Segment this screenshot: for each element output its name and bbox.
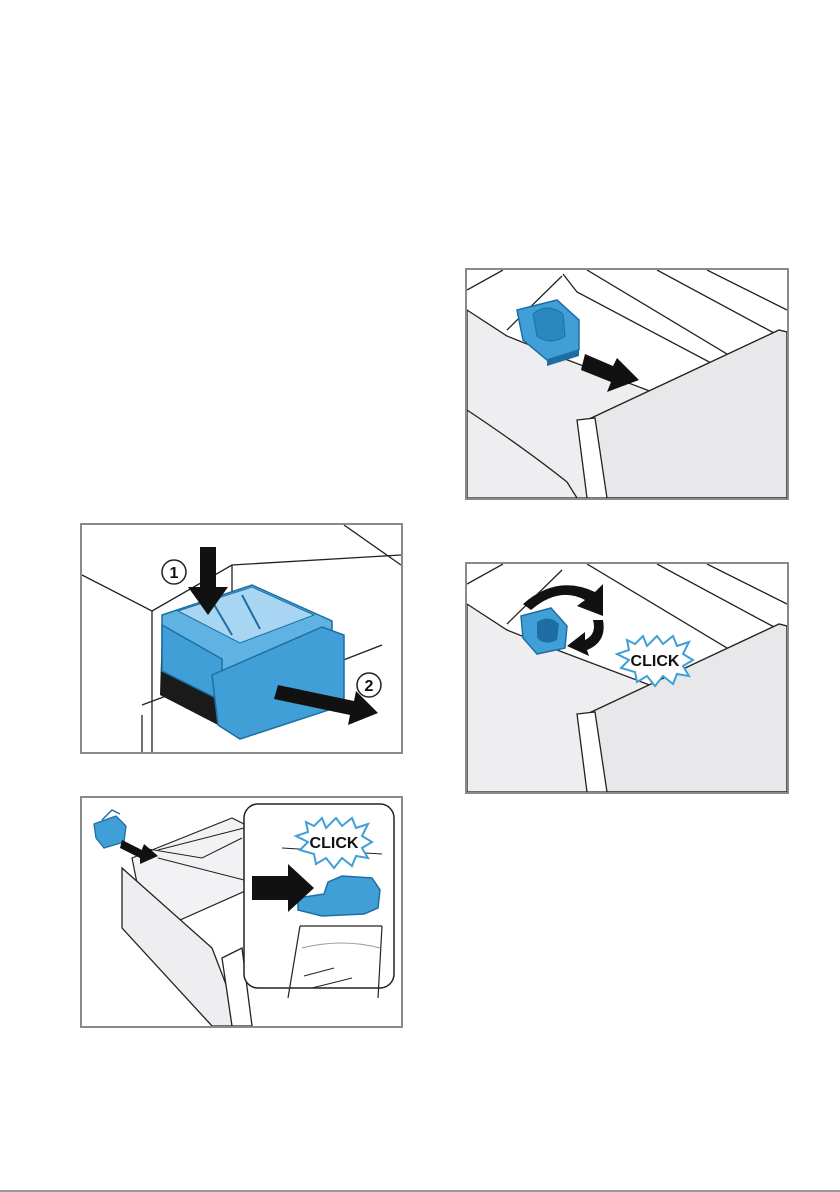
step-2-label: 2 <box>365 678 374 695</box>
figure-insert-insert: CLICK <box>80 796 403 1028</box>
figure-pull-insert <box>465 268 789 500</box>
drawer-removal-illustration: 1 2 <box>82 525 401 752</box>
click-label: CLICK <box>631 653 680 670</box>
pull-out-insert-illustration <box>467 270 787 498</box>
step-1-label: 1 <box>170 565 179 582</box>
rotate-insert-illustration: CLICK <box>467 564 787 792</box>
click-label: CLICK <box>310 835 359 852</box>
figure-remove-drawer: 1 2 <box>80 523 403 754</box>
detergent-drawer <box>162 585 344 739</box>
siphon-insert <box>94 810 126 848</box>
figure-rotate-insert: CLICK <box>465 562 789 794</box>
rotate-arrow-icon <box>523 584 603 616</box>
insert-click-illustration: CLICK <box>82 798 401 1026</box>
